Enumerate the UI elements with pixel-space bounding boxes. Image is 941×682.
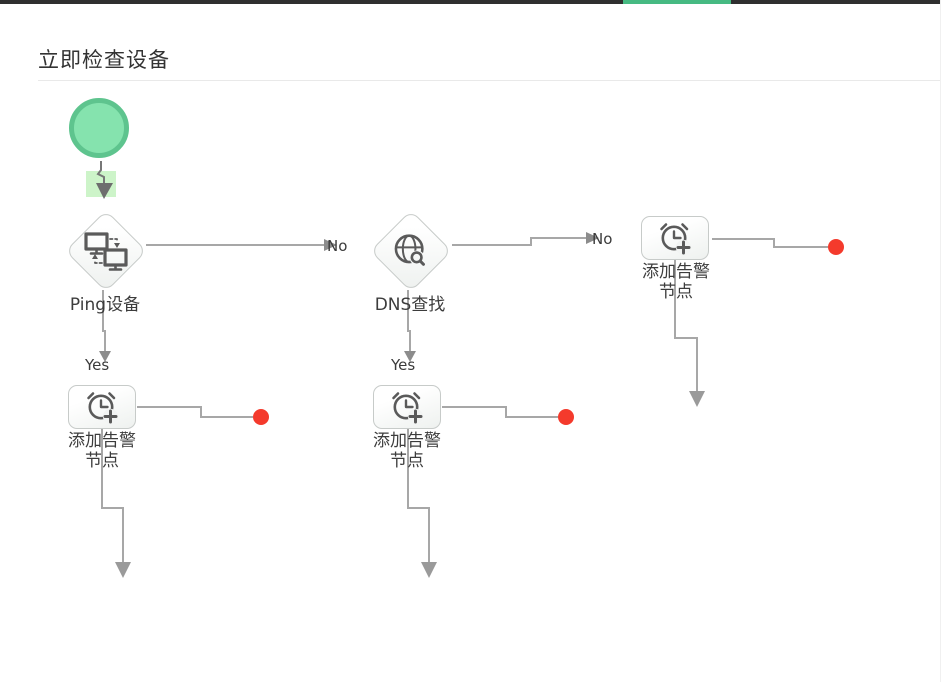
workflow-canvas[interactable]: Ping设备 DNS查找 (0, 81, 940, 682)
node-label-line1: 添加告警 (373, 431, 441, 451)
start-node[interactable] (69, 98, 129, 158)
loading-progress-bar (623, 0, 731, 4)
add-alarm-icon (392, 392, 424, 425)
node-label-add-alarm-mid: 添加告警 节点 (347, 431, 467, 471)
page-title: 立即检查设备 (38, 48, 170, 72)
action-node-add-alarm-mid[interactable] (373, 385, 441, 429)
arrowhead-right-icon (324, 239, 337, 251)
connector-alarmright-end (712, 238, 828, 248)
action-node-dns[interactable] (369, 209, 453, 293)
add-alarm-icon (87, 392, 119, 425)
end-node-red[interactable] (253, 409, 269, 425)
arrowhead-down-icon (689, 391, 705, 407)
loading-progress-track (0, 0, 940, 4)
arrowhead-right-icon (586, 232, 599, 244)
node-label-line1: 添加告警 (642, 262, 710, 282)
arrowhead-down-icon (404, 351, 416, 362)
dns-lookup-icon (392, 233, 430, 270)
ping-devices-icon (83, 231, 129, 271)
connector-ping-yes (102, 290, 106, 352)
action-node-add-alarm-right[interactable] (641, 216, 709, 260)
action-node-add-alarm-left[interactable] (68, 385, 136, 429)
connector-dns-yes (407, 290, 411, 352)
arrowhead-down-icon (421, 562, 437, 578)
connector-alarmleft-end (137, 406, 253, 418)
end-node-red[interactable] (828, 239, 844, 255)
arrowhead-down-icon (96, 183, 113, 199)
node-label-add-alarm-right: 添加告警 节点 (616, 262, 736, 302)
connector-alarmmid-end (442, 406, 558, 418)
node-label-line2: 节点 (85, 451, 119, 471)
end-node-red[interactable] (558, 409, 574, 425)
connector-alarmright-down (674, 260, 698, 392)
node-label-line2: 节点 (390, 451, 424, 471)
arrowhead-down-icon (115, 562, 131, 578)
connector-alarmleft-down (101, 429, 124, 563)
edge-label-no: No (592, 230, 613, 248)
node-label-ping: Ping设备 (69, 295, 141, 315)
header-divider (38, 80, 940, 81)
node-label-dns: DNS查找 (374, 295, 446, 315)
action-node-ping[interactable] (64, 209, 148, 293)
arrowhead-down-icon (99, 351, 111, 362)
connector-dns-no (452, 237, 586, 246)
node-label-line2: 节点 (659, 282, 693, 302)
edge-label-yes: Yes (85, 356, 110, 374)
node-label-add-alarm-left: 添加告警 节点 (42, 431, 162, 471)
connector-start-ping (96, 161, 105, 184)
edge-label-yes: Yes (391, 356, 416, 374)
node-label-line1: 添加告警 (68, 431, 136, 451)
add-alarm-icon (660, 223, 692, 256)
edge-label-no: No (327, 237, 348, 255)
connector-alarmmid-down (407, 429, 430, 563)
